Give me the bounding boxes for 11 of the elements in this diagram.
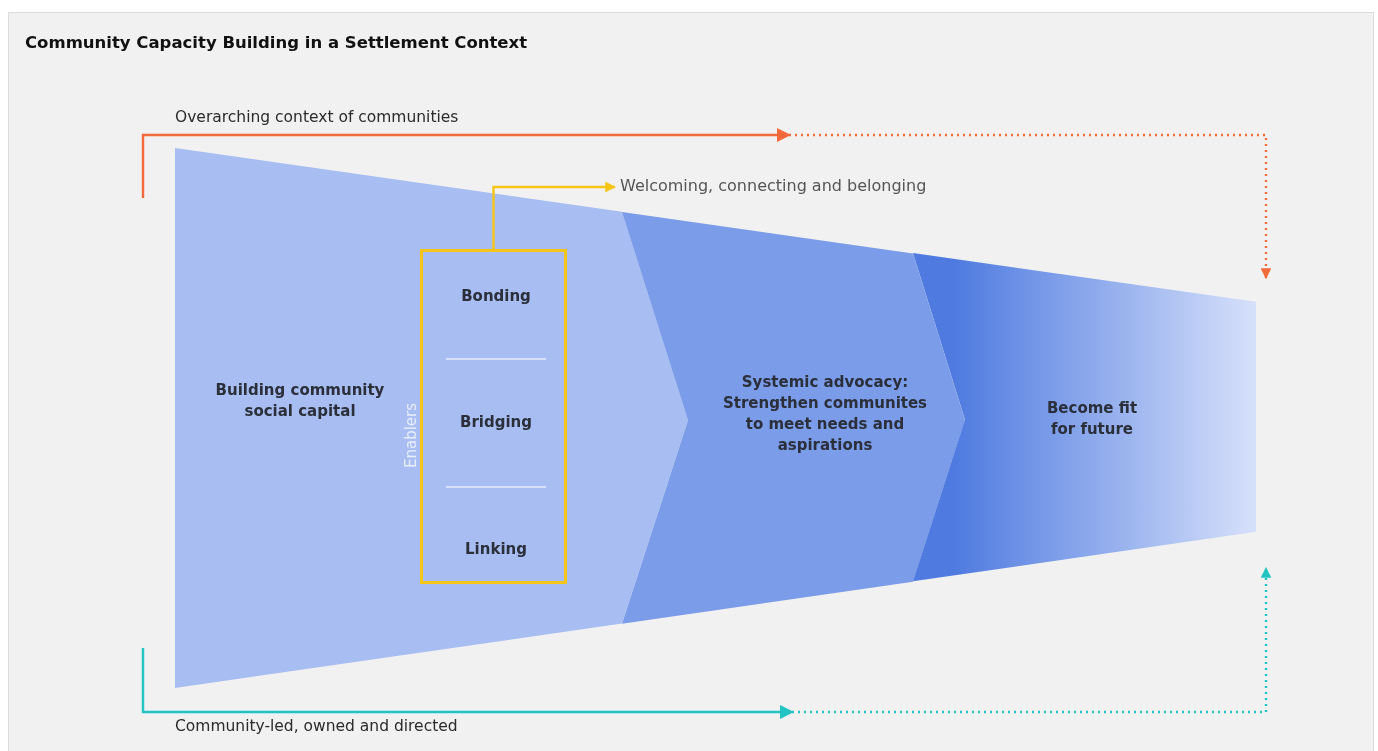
segment-text: Systemic advocacy: Strengthen communites to meet needs and aspirations <box>721 372 929 456</box>
diagram-title: Community Capacity Building in a Settlement Context <box>25 33 528 52</box>
flow-label: Welcoming, connecting and belonging <box>620 175 928 196</box>
segment-text: Become fit for future <box>1045 398 1139 440</box>
rotated-label: Enablers <box>401 402 421 468</box>
segment-text: Bridging <box>459 412 533 433</box>
segment-text: Building community social capital <box>214 380 386 422</box>
segment-text: Bonding <box>460 286 532 307</box>
edge-label: Community-led, owned and directed <box>175 717 458 735</box>
edge-label: Overarching context of communities <box>175 108 459 126</box>
segment-text: Linking <box>464 539 528 560</box>
